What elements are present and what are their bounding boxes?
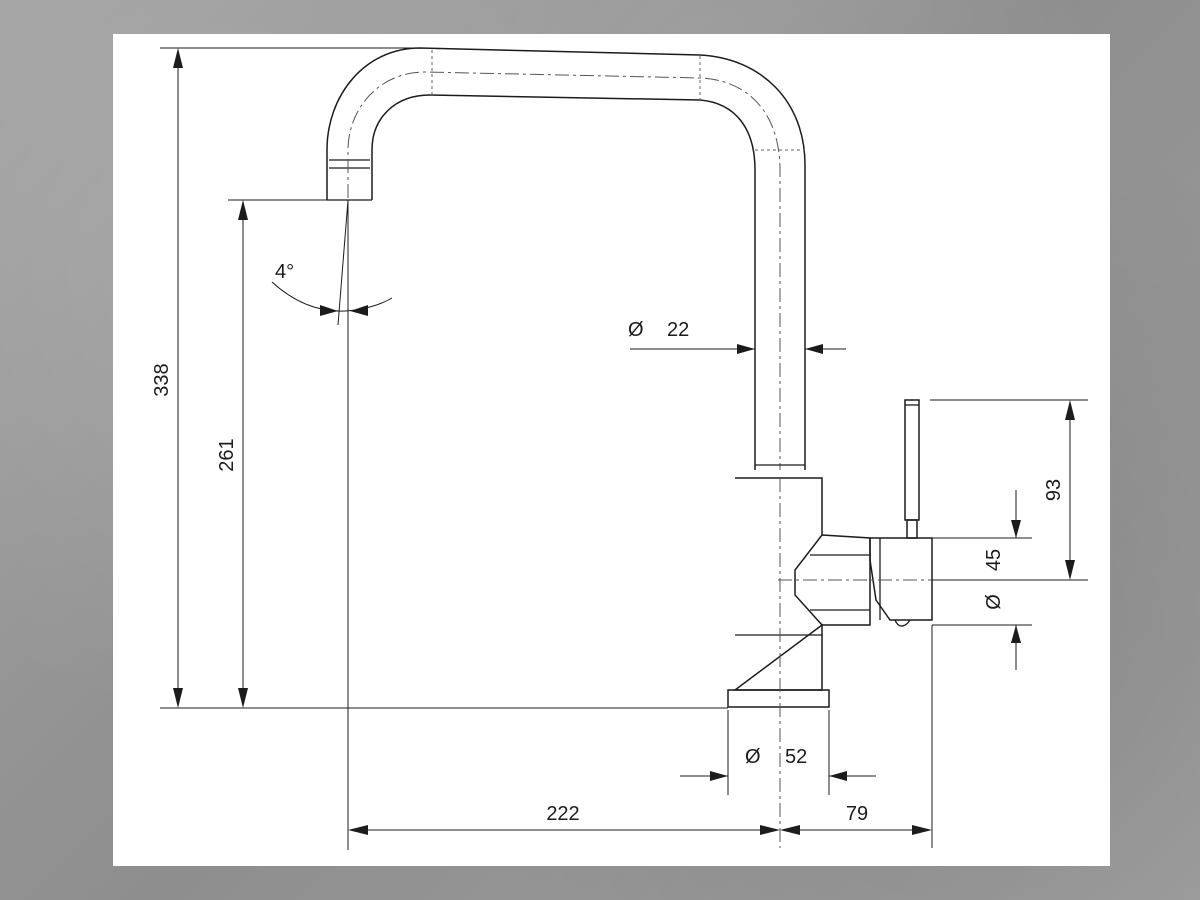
dim-handle-height-label: 93 — [1043, 479, 1065, 501]
dim-spout-angle-label: 4° — [275, 261, 294, 283]
center-lines — [778, 478, 1030, 848]
dim-base-diameter-symbol: Ø — [745, 746, 761, 768]
dim-side-offset — [780, 625, 933, 848]
dim-body-diameter-value: 45 — [983, 549, 1005, 571]
faucet-outline — [326, 47, 933, 708]
dim-side-offset-label: 79 — [846, 803, 868, 825]
dim-spout-diameter-value: 22 — [667, 319, 689, 341]
dim-outlet-height — [228, 199, 327, 708]
drawing-sheet — [113, 34, 1110, 866]
dim-handle-height — [930, 399, 1088, 581]
dim-spout-diameter — [630, 344, 846, 354]
dim-spout-diameter-symbol: Ø — [628, 319, 644, 341]
dim-reach-label: 222 — [546, 803, 579, 825]
dim-base-diameter — [680, 710, 876, 795]
dim-body-diameter — [932, 490, 1032, 670]
dim-base-diameter-value: 52 — [785, 746, 807, 768]
dim-body-diameter-symbol: Ø — [983, 594, 1005, 610]
dim-outlet-height-label: 261 — [216, 438, 238, 471]
dim-total-height-label: 338 — [151, 363, 173, 396]
dim-total-height — [160, 47, 728, 709]
dim-reach — [348, 825, 780, 835]
dim-spout-angle — [271, 199, 393, 850]
